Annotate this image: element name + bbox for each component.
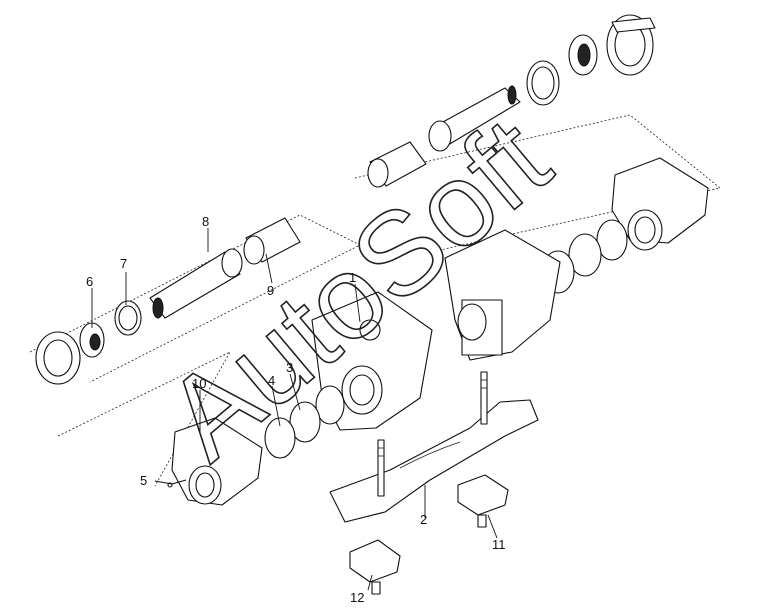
callout-labels: 1 2 3 4 5 6 7 8 9 10 11 12 — [86, 214, 506, 605]
callout-leaders — [91, 228, 498, 591]
upper-bushing — [367, 141, 427, 188]
upper-washer — [526, 60, 560, 106]
stud-left — [377, 439, 385, 497]
clamp-plate-right — [457, 474, 509, 528]
callout-2: 2 — [420, 512, 427, 527]
callout-12: 12 — [350, 590, 364, 605]
left-bearing-cap — [35, 331, 81, 385]
left-axle-sleeve — [149, 248, 243, 319]
callout-1: 1 — [349, 270, 356, 285]
callout-11: 11 — [492, 537, 506, 552]
upper-bracket-right — [611, 157, 709, 251]
callout-7: 7 — [120, 256, 127, 271]
callout-3: 3 — [286, 360, 293, 375]
callout-10: 10 — [192, 376, 206, 391]
left-lock-nut — [79, 322, 105, 358]
left-washer — [114, 300, 142, 336]
callout-6: 6 — [86, 274, 93, 289]
clamp-plate-left — [349, 539, 401, 595]
upper-lock-nut — [568, 34, 598, 76]
left-ring-stack — [264, 385, 345, 459]
upper-axle-sleeve — [428, 85, 521, 152]
upper-bearing-cap — [606, 14, 656, 76]
stud-right — [480, 371, 488, 425]
left-bushing — [243, 217, 301, 265]
callout-8: 8 — [202, 214, 209, 229]
callout-5: 5 — [140, 473, 147, 488]
suspension-housing-right — [444, 229, 561, 361]
callout-4: 4 — [268, 373, 275, 388]
callout-9: 9 — [267, 283, 274, 298]
lower-bracket-left — [171, 417, 263, 506]
